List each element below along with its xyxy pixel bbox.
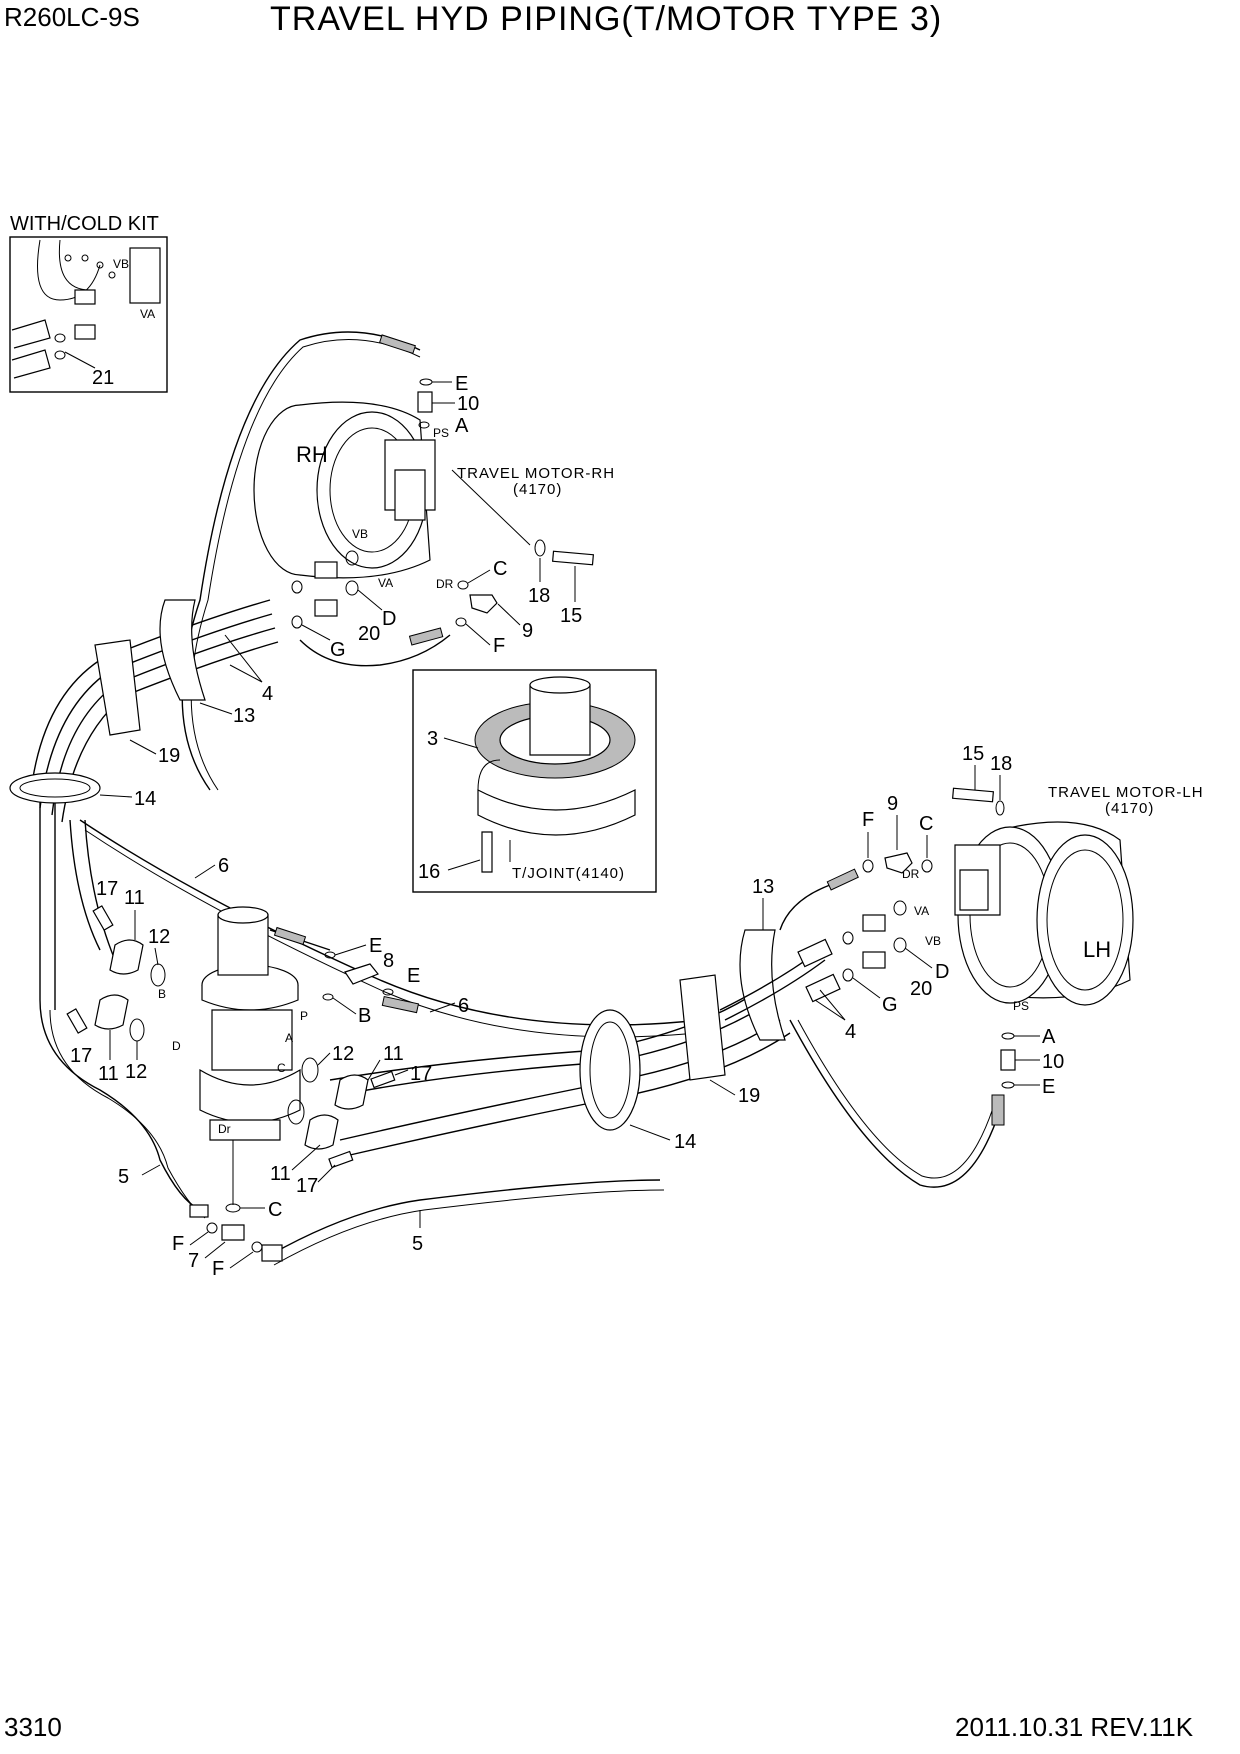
- lh-callout-9: 9: [887, 793, 898, 815]
- t-joint-name: T/JOINT(4140): [512, 865, 625, 882]
- lh-callout-d: D: [935, 961, 949, 983]
- callout-6a: 6: [218, 855, 229, 877]
- rh-callout-e: E: [455, 373, 468, 395]
- rh-callout-20: 20: [358, 623, 380, 645]
- t-joint-callout-3: 3: [427, 728, 438, 750]
- inset-port-va: VA: [140, 307, 155, 321]
- callout-b: B: [358, 1005, 371, 1027]
- rh-motor-code: (4170): [513, 481, 562, 498]
- callout-11a: 11: [124, 887, 145, 909]
- travel-motor-lh: LH TRAVEL MOTOR-LH (4170) PS VA VB DR: [902, 784, 1204, 1013]
- swivel-port-p: P: [300, 1009, 308, 1023]
- swivel-joint: P A B D C Dr: [158, 906, 308, 1141]
- callout-14: 14: [134, 788, 156, 810]
- inset-frame: [9, 236, 168, 393]
- callout-17d: 17: [296, 1175, 318, 1197]
- revision-date: 2011.10.31 REV.11K: [955, 1712, 1194, 1742]
- rh-callout-15: 15: [560, 605, 582, 627]
- swivel-port-c: C: [277, 1061, 286, 1075]
- callout-12a: 12: [148, 926, 170, 948]
- lh-motor-code: (4170): [1105, 800, 1154, 817]
- lh-callout-f: F: [862, 809, 874, 831]
- main-hose-bundle: [9, 599, 826, 1156]
- travel-motor-rh: RH TRAVEL MOTOR-RH (4170) PS VB VA DR: [253, 401, 615, 591]
- rh-callout-10: 10: [457, 393, 479, 415]
- rh-port-va: VA: [378, 576, 393, 590]
- callout-c: C: [268, 1199, 282, 1221]
- lh-callout-13: 13: [752, 876, 774, 898]
- lh-callout-14: 14: [674, 1131, 696, 1153]
- callout-17c: 17: [410, 1063, 432, 1085]
- lh-port-ps: PS: [1013, 999, 1029, 1013]
- rh-callout-18: 18: [528, 585, 550, 607]
- swivel-port-dr: Dr: [218, 1122, 231, 1136]
- lh-callout-20: 20: [910, 978, 932, 1000]
- callout-17b: 17: [70, 1045, 92, 1067]
- callout-4: 4: [262, 683, 273, 705]
- callout-11d: 11: [270, 1163, 291, 1185]
- callout-5a: 5: [118, 1166, 129, 1188]
- lh-port-dr: DR: [902, 867, 920, 881]
- swivel-port-b: B: [158, 987, 166, 1001]
- page-number: 3310: [4, 1712, 62, 1742]
- callout-11b: 11: [98, 1063, 119, 1085]
- callout-e1: E: [369, 935, 382, 957]
- callout-6b: 6: [458, 995, 469, 1017]
- rh-port-dr: DR: [436, 577, 454, 591]
- t-joint-detail: 3 16 T/JOINT(4140): [412, 669, 657, 893]
- page-title: TRAVEL HYD PIPING(T/MOTOR TYPE 3): [270, 0, 943, 38]
- lh-callout-19: 19: [738, 1085, 760, 1107]
- model-number: R260LC-9S: [4, 2, 140, 32]
- callout-7: 7: [188, 1250, 199, 1272]
- rh-callout-f: F: [493, 635, 505, 657]
- lh-side-label: LH: [1083, 937, 1111, 962]
- callout-f2: F: [212, 1258, 224, 1280]
- inset-port-vb: VB: [113, 257, 129, 271]
- callout-17a: 17: [96, 878, 118, 900]
- rh-callout-d: D: [382, 608, 396, 630]
- rh-side-label: RH: [296, 442, 328, 467]
- rh-pilot-hose: [181, 331, 421, 791]
- rh-motor-name: TRAVEL MOTOR-RH: [457, 465, 615, 482]
- callout-13: 13: [233, 705, 255, 727]
- lh-callout-a: A: [1042, 1026, 1056, 1048]
- inset-callout-21: 21: [92, 367, 114, 389]
- inset-title: WITH/COLD KIT: [10, 213, 159, 235]
- rh-callout-a: A: [455, 415, 469, 437]
- rh-callout-g: G: [330, 639, 346, 661]
- callout-5b: 5: [412, 1233, 423, 1255]
- callout-12c: 12: [332, 1043, 354, 1065]
- lh-port-va: VA: [914, 904, 929, 918]
- lh-callout-g: G: [882, 994, 898, 1016]
- lh-motor-name: TRAVEL MOTOR-LH: [1048, 784, 1204, 801]
- callout-19: 19: [158, 745, 180, 767]
- callout-f1: F: [172, 1233, 184, 1255]
- t-joint-callout-16: 16: [418, 861, 440, 883]
- lh-callout-18: 18: [990, 753, 1012, 775]
- swivel-port-a: A: [285, 1031, 293, 1045]
- rh-callout-9: 9: [522, 620, 533, 642]
- callout-e2: E: [407, 965, 420, 987]
- callout-12b: 12: [125, 1061, 147, 1083]
- lh-callout-4: 4: [845, 1021, 856, 1043]
- lh-callout-10: 10: [1042, 1051, 1064, 1073]
- t-joint-frame: [412, 669, 657, 893]
- lh-callout-15: 15: [962, 743, 984, 765]
- rh-port-ps: PS: [433, 426, 449, 440]
- rh-callout-c: C: [493, 558, 507, 580]
- rh-port-vb: VB: [352, 527, 368, 541]
- cold-kit-inset: WITH/COLD KIT VB VA 21: [9, 213, 168, 393]
- swivel-port-d: D: [172, 1039, 181, 1053]
- lh-callout-c: C: [919, 813, 933, 835]
- lh-callout-e: E: [1042, 1076, 1055, 1098]
- callout-11c: 11: [383, 1043, 404, 1065]
- callout-8: 8: [383, 950, 394, 972]
- lh-port-vb: VB: [925, 934, 941, 948]
